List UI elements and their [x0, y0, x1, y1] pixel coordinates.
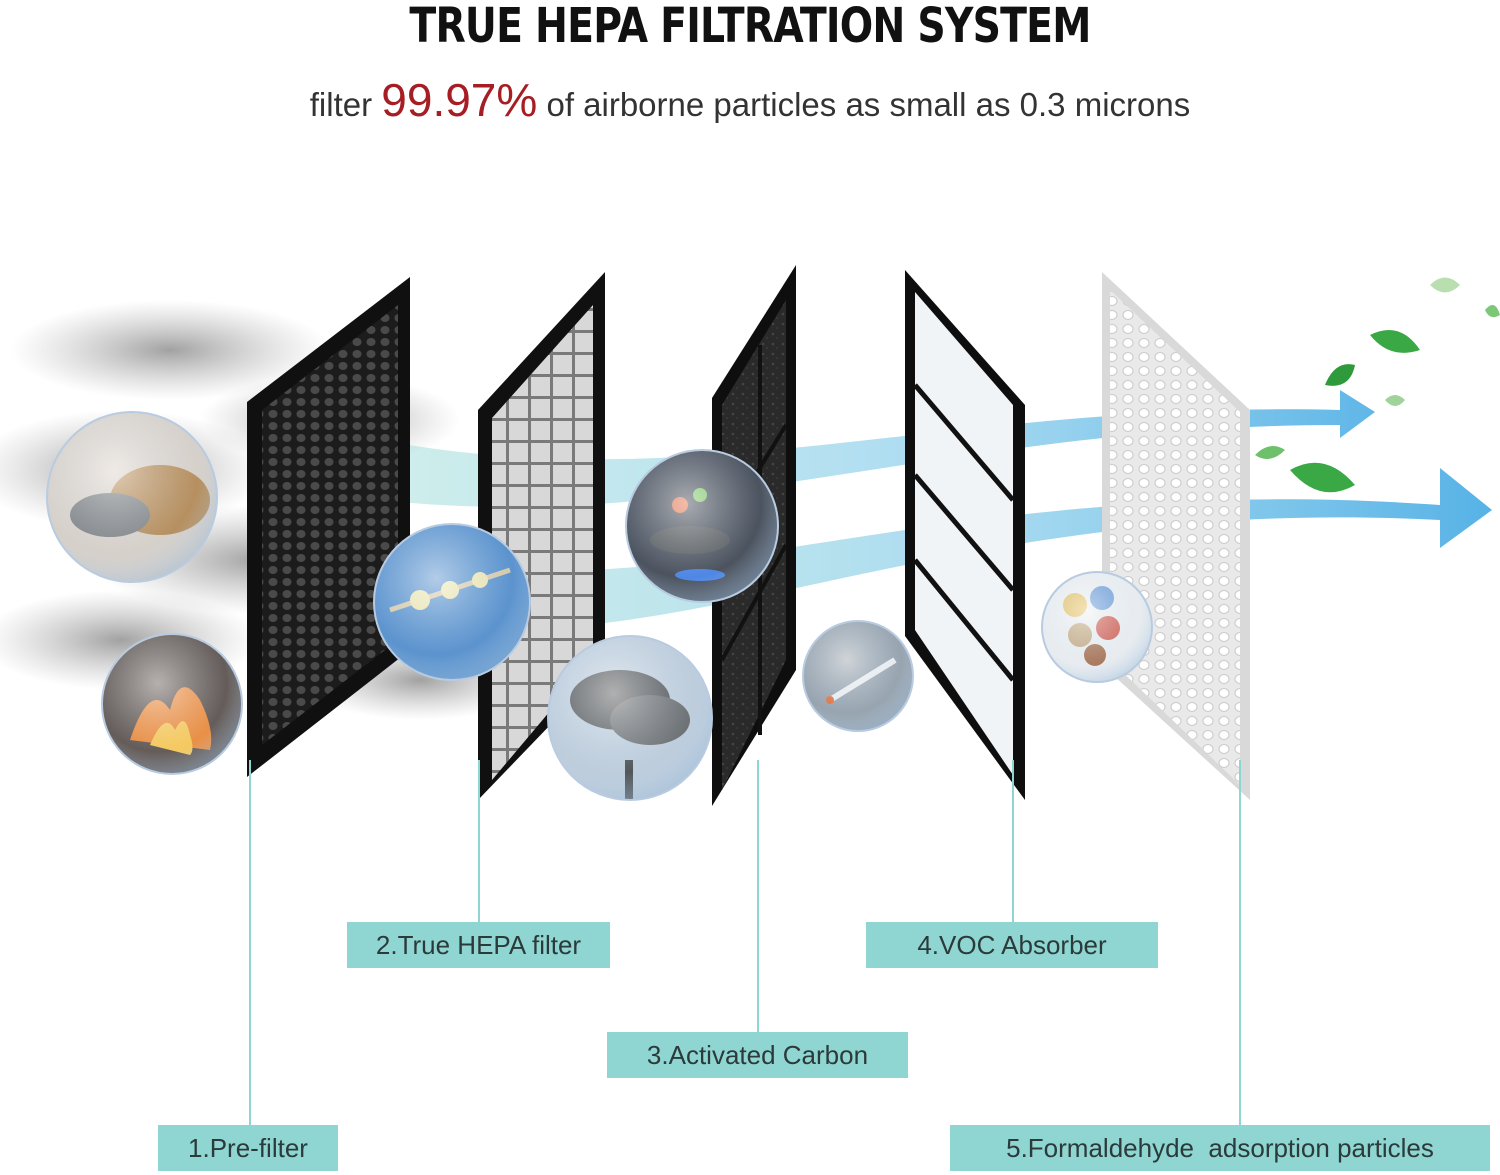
cooking-bubble-icon: [625, 449, 779, 603]
label-voc: 4.VOC Absorber: [866, 922, 1158, 968]
voc-filter-panel: [905, 270, 1025, 800]
subtitle-prefix: filter: [309, 86, 382, 123]
paint-bubble-icon: [1041, 571, 1153, 683]
pets-bubble-icon: [46, 411, 218, 583]
label-carbon: 3.Activated Carbon: [607, 1032, 908, 1078]
label-formaldehyde: 5.Formaldehyde adsorption particles: [950, 1125, 1490, 1171]
pollen-bubble-icon: [373, 523, 531, 681]
formaldehyde-filter-panel: [1102, 272, 1250, 800]
leader-lines: [249, 760, 1241, 1125]
leaf-icon: [1255, 277, 1500, 493]
page-subtitle: filter 99.97% of airborne particles as s…: [0, 70, 1500, 135]
subtitle-percent: 99.97%: [381, 74, 538, 126]
label-hepa: 2.True HEPA filter: [347, 922, 610, 968]
label-pre-filter: 1.Pre-filter: [158, 1125, 338, 1171]
fire-bubble-icon: [101, 633, 243, 775]
smoke-bubble-icon: [547, 635, 713, 801]
pre-filter-panel: [247, 277, 410, 777]
page-title: TRUE HEPA FILTRATION SYSTEM: [409, 0, 1091, 54]
cigarette-bubble-icon: [802, 620, 914, 732]
subtitle-suffix: of airborne particles as small as 0.3 mi…: [537, 86, 1191, 123]
